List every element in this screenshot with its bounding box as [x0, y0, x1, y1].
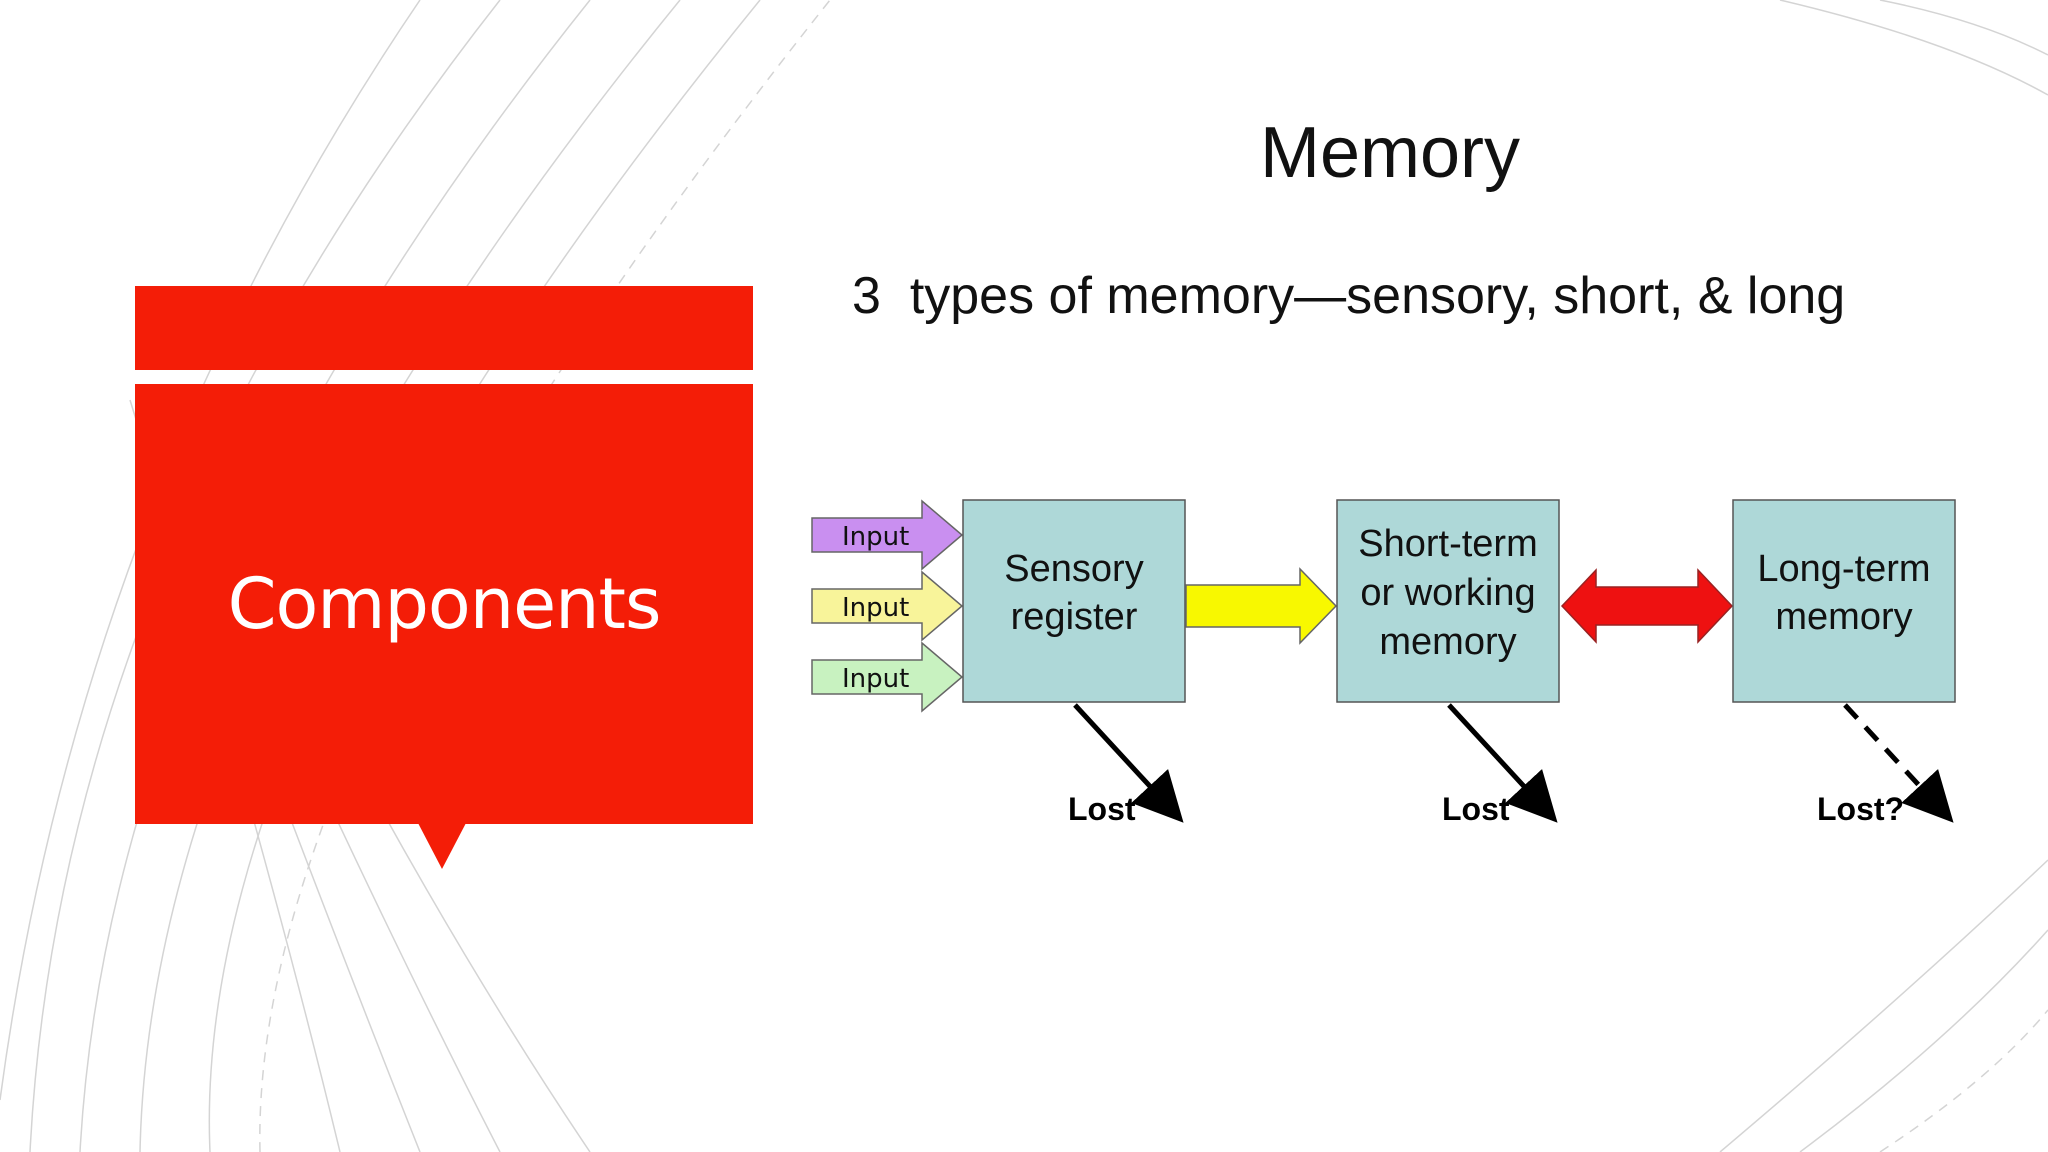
memory-heading: Memory [1259, 113, 1520, 193]
slide-title: Components [227, 563, 662, 645]
title-box: Components [135, 384, 753, 824]
memory-subheading: 3 types of memory—sensory, short, & long [852, 267, 1846, 325]
sensory-to-short-term-arrow [1185, 567, 1338, 645]
short-term-label-line-1: Short-term [1358, 523, 1537, 565]
lost-label-1: Lost [1068, 791, 1136, 827]
input-label-2: Input [842, 593, 909, 623]
lost-label-3: Lost? [1817, 791, 1904, 827]
long-term-memory-box: Long-term memory [1732, 499, 1956, 703]
short-long-double-arrow [1560, 568, 1734, 644]
lost-label-2: Lost [1442, 791, 1510, 827]
sensory-label-line-1: Sensory [1004, 548, 1143, 590]
short-term-label-line-2: or working [1360, 572, 1535, 614]
lost-arrow-3 [1843, 703, 1954, 823]
title-box-pointer [418, 823, 466, 869]
short-term-label-line-3: memory [1379, 621, 1516, 663]
title-accent-bar [135, 286, 753, 370]
input-label-1: Input [842, 522, 909, 552]
lost-arrow-1 [1073, 703, 1184, 823]
input-label-3: Input [842, 664, 909, 694]
long-term-label-line-2: memory [1775, 596, 1912, 638]
sensory-register-box: Sensory register [962, 499, 1186, 703]
lost-arrow-2 [1447, 703, 1558, 823]
short-term-memory-box: Short-term or working memory [1336, 499, 1560, 703]
long-term-label-line-1: Long-term [1757, 548, 1930, 590]
input-arrow-1: Input [811, 499, 964, 571]
memory-diagram: Input Input Input Sensory register Short… [811, 499, 1956, 827]
sensory-label-line-2: register [1011, 596, 1138, 638]
input-arrow-3: Input [811, 641, 964, 713]
input-arrow-2: Input [811, 570, 964, 642]
